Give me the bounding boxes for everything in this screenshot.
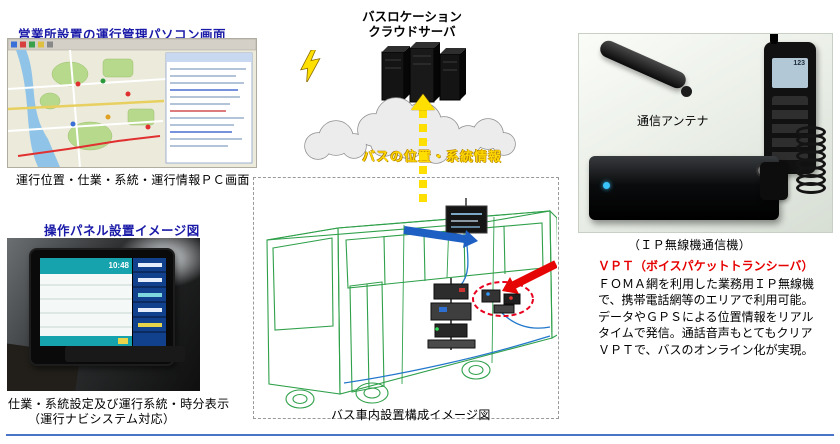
panel-screen-buttons (132, 258, 166, 346)
red-dashed-highlight-ellipse (472, 281, 534, 317)
antenna-connector (681, 86, 692, 97)
blue-arrow (403, 226, 478, 248)
antenna-label: 通信アンテナ (637, 114, 709, 128)
bus-wireframe-drawing (266, 198, 560, 409)
panel-screen-clock: 10:48 (40, 258, 132, 274)
antenna-device (597, 38, 689, 91)
vpt-line-5: ＶＰＴで、バスのオンライン化が実現。 (598, 342, 814, 357)
map-bus-markers (70, 78, 151, 130)
vpt-description-block: ＶＰＴ（ボイスパケットトランシーバ） ＦＯＭＡ網を利用した業務用ＩＰ無線機 で、… (598, 258, 838, 358)
map-info-panel (165, 52, 253, 164)
map-route-line (17, 135, 161, 157)
coiled-cable (796, 126, 826, 194)
panel-device: 10:48 (29, 248, 185, 366)
map-toolbar (7, 38, 257, 51)
panel-screen: 10:48 (40, 258, 166, 346)
cloud-server-title-line1: バスロケーション (362, 10, 462, 24)
radio-base-unit (589, 156, 779, 220)
radio-photo-caption: （ＩＰ無線機通信機） (628, 238, 752, 252)
map-river (16, 50, 60, 167)
handset-mic (760, 162, 788, 200)
panel-photo: 10:48 (7, 238, 200, 391)
panel-screen-main: 10:48 (40, 258, 132, 346)
map-image (7, 38, 257, 168)
panel-caption-1: 仕業・系統設定及び運行系統・時分表示 (8, 397, 230, 411)
vpt-line-1: ＦＯＭＡ網を利用した業務用ＩＰ無線機 (598, 276, 815, 291)
bottom-divider (6, 434, 834, 436)
upload-arrow-head (411, 94, 435, 110)
vpt-title: ＶＰＴ（ボイスパケットトランシーバ） (598, 259, 814, 273)
handheld-screen: 123 (772, 58, 808, 88)
panel-console (65, 346, 185, 362)
ceiling-monitor (445, 198, 488, 234)
vpt-device-cluster (481, 289, 521, 314)
cloud-icon (296, 88, 520, 173)
cloud-server-title-line2: クラウドサーバ (368, 25, 456, 39)
panel-caption-2: （運行ナビシステム対応） (28, 412, 176, 426)
bus-diagram-caption: バス車内設置構成イメージ図 (331, 408, 491, 422)
vpt-line-3: データやＧＰＳによる位置情報をリアル (598, 309, 814, 324)
cloud-data-label: バスの位置・系統情報 (362, 149, 503, 164)
equipment-stack (427, 278, 476, 350)
vpt-line-2: で、携帯電話網等のエリアで利用可能。 (598, 293, 814, 307)
bus-diagram-box (253, 177, 560, 419)
ip-radio-photo: 通信アンテナ 123 (578, 33, 833, 233)
handheld-antenna-stub (770, 34, 778, 44)
upload-arrow-shaft (419, 110, 427, 206)
map-screenshot (7, 38, 257, 168)
vpt-line-4: タイムで発信。通話音声もとてもクリア (598, 326, 813, 340)
lightning-icon (299, 48, 328, 87)
cloud-server-title: バスロケーション クラウドサーバ (332, 10, 492, 40)
server-icon (380, 40, 470, 109)
pc-screen-caption: 運行位置・仕業・系統・運行情報ＰＣ画面 (16, 173, 250, 187)
panel-screen-footer (40, 336, 132, 346)
red-arrow (502, 260, 558, 294)
power-led (603, 182, 610, 189)
server-towers (381, 42, 466, 103)
upload-arrow-icon (410, 94, 436, 208)
